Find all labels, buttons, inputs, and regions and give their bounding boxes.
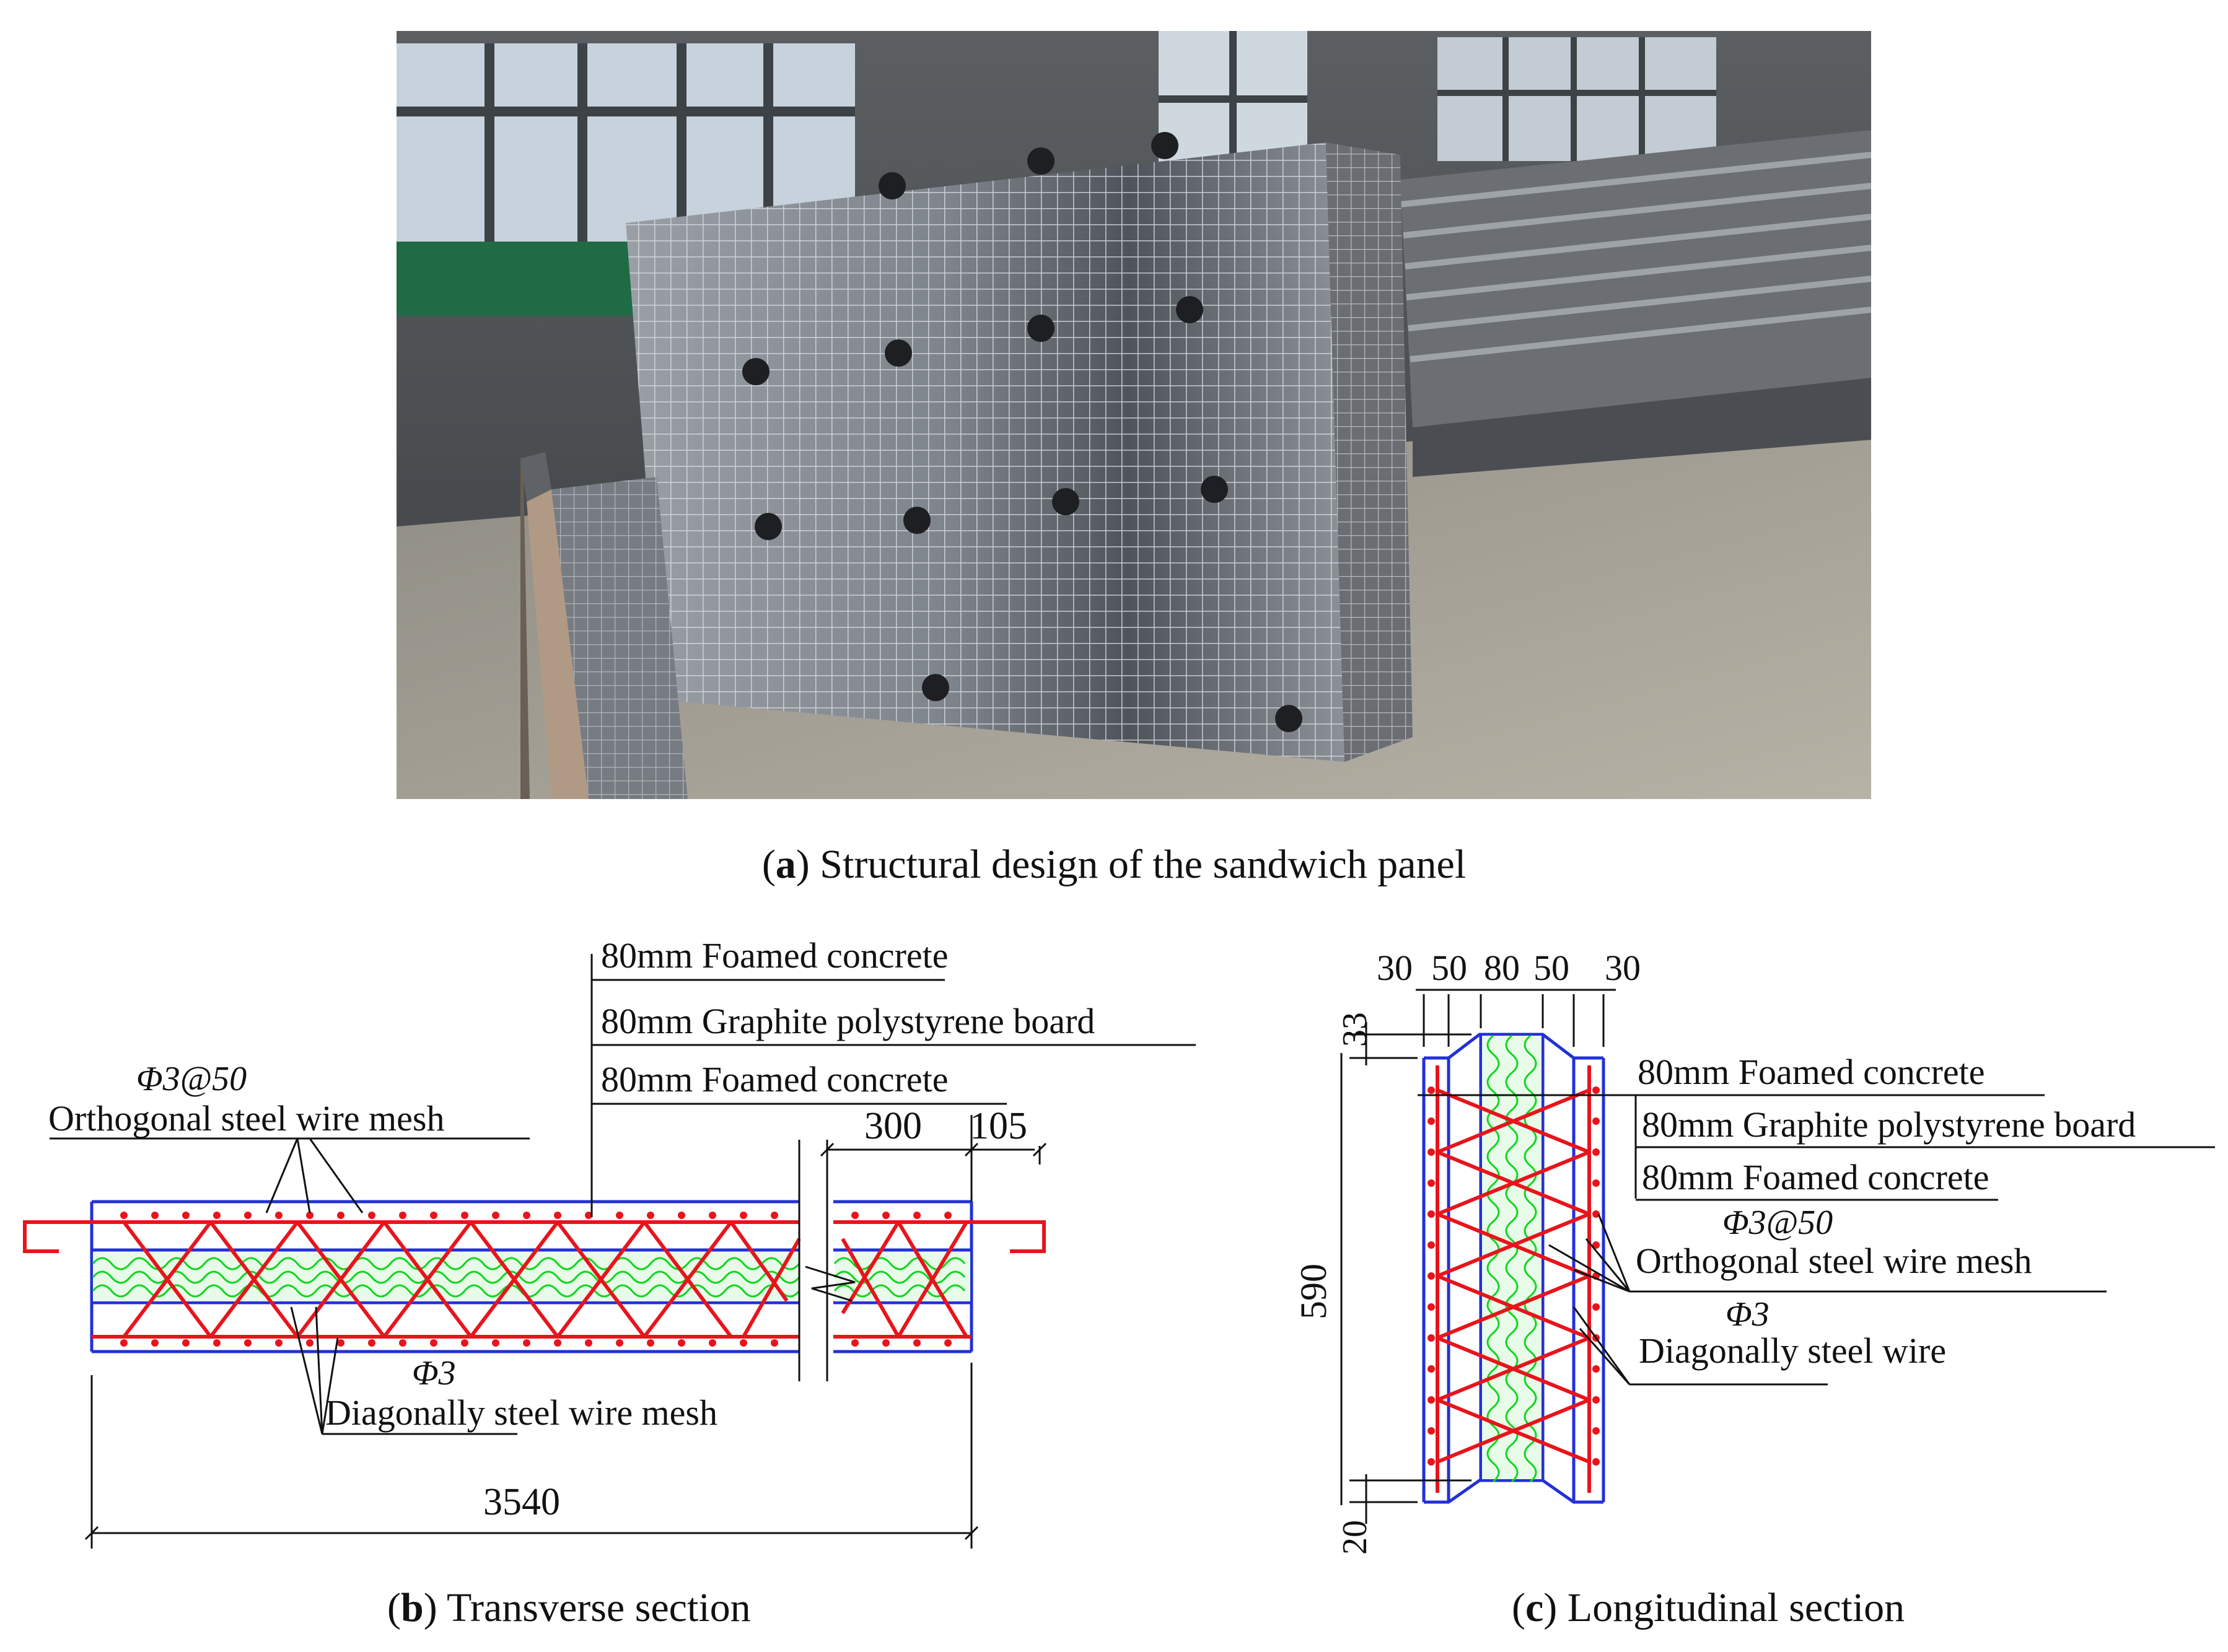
- longitudinal-layer-top: 80mm Foamed concrete: [1638, 1052, 1985, 1092]
- caption-text-b: Transverse section: [447, 1585, 751, 1630]
- longitudinal-wire-dots: [1428, 1086, 1600, 1466]
- transverse-leaders: [50, 954, 1196, 1435]
- longitudinal-insulation: [1482, 1034, 1542, 1483]
- longitudinal-dim-80: 80: [1484, 948, 1520, 988]
- transverse-wire-dots: [120, 1212, 952, 1347]
- longitudinal-diag-label: Diagonally steel wire: [1639, 1331, 1946, 1371]
- longitudinal-layer-bottom: 80mm Foamed concrete: [1642, 1157, 1989, 1197]
- stacked-panels: [1400, 130, 1871, 477]
- main-panel: [626, 132, 1413, 762]
- transverse-mesh-spec: Φ3@50: [136, 1060, 247, 1098]
- longitudinal-layer-mid: 80mm Graphite polystyrene board: [1642, 1104, 2136, 1145]
- transverse-dimensions: [84, 1115, 1047, 1549]
- caption-panel-b: (b) Transverse section: [387, 1585, 751, 1630]
- small-panels: [520, 452, 688, 799]
- transverse-dim-total: 3540: [483, 1481, 560, 1523]
- longitudinal-leaders: [1418, 1094, 2215, 1386]
- transverse-diag-spec: Φ3: [412, 1354, 456, 1392]
- longitudinal-dimensions: [1340, 989, 1616, 1524]
- longitudinal-dim-30-left: 30: [1377, 948, 1413, 988]
- transverse-dim-105: 105: [970, 1105, 1027, 1147]
- longitudinal-diag-spec: Φ3: [1726, 1295, 1770, 1334]
- longitudinal-dim-33: 33: [1336, 1012, 1374, 1047]
- longitudinal-dim-590: 590: [1293, 1264, 1334, 1319]
- caption-panel-a: (a) Structural design of the sandwich pa…: [761, 842, 1467, 887]
- photo-sandwich-panel: [397, 31, 1871, 799]
- caption-text-c: Longitudinal section: [1567, 1585, 1905, 1630]
- windows: [397, 31, 1716, 248]
- longitudinal-dim-50-right: 50: [1533, 948, 1569, 988]
- longitudinal-mesh-label: Orthogonal steel wire mesh: [1636, 1241, 2032, 1281]
- caption-panel-c: (c) Longitudinal section: [1512, 1585, 1905, 1630]
- transverse-section-diagram: 80mm Foamed concrete 80mm Graphite polys…: [23, 935, 1196, 1549]
- caption-letter-a: a: [775, 842, 796, 887]
- caption-letter-b: b: [400, 1585, 424, 1630]
- transverse-insulation: [92, 1252, 970, 1301]
- caption-letter-c: c: [1525, 1585, 1544, 1630]
- transverse-layer-mid: 80mm Graphite polystyrene board: [601, 1001, 1095, 1041]
- longitudinal-dim-30-right: 30: [1605, 948, 1641, 988]
- transverse-layer-top: 80mm Foamed concrete: [601, 935, 949, 976]
- longitudinal-dim-50-left: 50: [1431, 948, 1467, 988]
- longitudinal-dim-20: 20: [1336, 1520, 1374, 1555]
- transverse-layer-bottom: 80mm Foamed concrete: [601, 1059, 949, 1099]
- transverse-mesh-label: Orthogonal steel wire mesh: [48, 1098, 444, 1138]
- photo-illustration: [397, 31, 1871, 799]
- caption-text-a: Structural design of the sandwich panel: [820, 842, 1467, 887]
- transverse-steel: [23, 1220, 1046, 1339]
- longitudinal-mesh-spec: Φ3@50: [1722, 1204, 1833, 1242]
- longitudinal-section-diagram: 30 50 80 50 30 33 590 20 80mm Foamed con…: [1293, 948, 2215, 1555]
- transverse-dim-300: 300: [864, 1105, 922, 1147]
- transverse-diag-label: Diagonally steel wire mesh: [325, 1392, 717, 1433]
- longitudinal-steel: [1436, 1065, 1591, 1493]
